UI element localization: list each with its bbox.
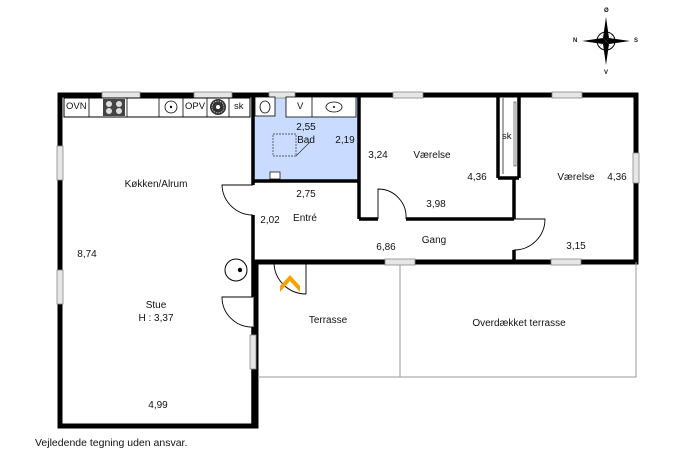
dimension-label: 8,74 [77, 249, 97, 260]
dimension-label: 4,36 [467, 172, 487, 183]
sink-icon [164, 100, 178, 114]
cooktop-icon [103, 99, 125, 116]
room-height-label: H : 3,37 [138, 313, 174, 324]
compass-north-label: N [573, 38, 578, 44]
compass-south-label: S [634, 38, 639, 44]
washer-label: V [297, 101, 304, 112]
room-kitchen-label: Køkken/Alrum [124, 179, 188, 190]
room-entry-label: Entré [293, 213, 317, 224]
dimension-label: 6,86 [376, 242, 396, 253]
room-hall-label: Gang [421, 235, 447, 246]
stove-icon [224, 258, 248, 282]
doors [221, 184, 546, 328]
terrace-label: Terrasse [308, 315, 348, 326]
room-bedroom-label: Værelse [413, 150, 451, 161]
windows [56, 91, 640, 370]
dimension-label: 2,19 [335, 135, 355, 146]
dimension-label: 4,36 [607, 172, 627, 183]
bath-fixtures [254, 96, 357, 180]
dimension-label: 2,75 [296, 189, 316, 200]
compass-rose-icon [582, 17, 630, 65]
oven-label: OVN [66, 101, 87, 112]
dimension-label: 4,99 [148, 400, 168, 411]
compass-east-label: Ø [604, 8, 609, 14]
entrance-arrow-icon [280, 275, 300, 292]
dimension-label: 2,55 [296, 122, 316, 133]
compass-west-label: V [604, 70, 609, 76]
dimension-label: 3,15 [566, 241, 586, 252]
room-bedroom-label: Værelse [557, 172, 595, 183]
closet-label: sk [234, 101, 244, 112]
dishwasher-label: OPV [185, 101, 206, 112]
dimension-label: 3,98 [426, 199, 446, 210]
wardrobe [502, 98, 517, 174]
covered-terrace-label: Overdækket terrasse [472, 318, 566, 329]
terrace-outline [258, 262, 637, 378]
room-living-label: Stue [145, 300, 167, 311]
interior-walls [251, 95, 521, 426]
disclaimer-caption: Vejledende tegning uden ansvar. [35, 437, 188, 449]
fan-icon [210, 99, 226, 115]
closet-label: sk [502, 131, 512, 142]
dimension-label: 2,02 [260, 215, 280, 226]
dimension-label: 3,24 [368, 150, 388, 161]
room-bath-label: Bad [297, 135, 315, 146]
